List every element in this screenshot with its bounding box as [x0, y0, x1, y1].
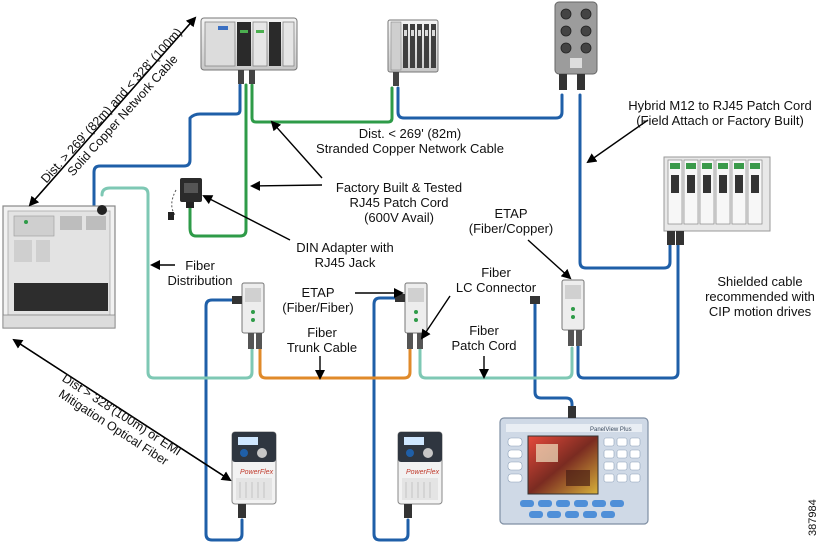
factory-line2: RJ45 Patch Cord — [349, 195, 449, 210]
etap-fiber-copper-label: ETAP (Fiber/Copper) — [458, 206, 564, 236]
trunk-line1: Fiber — [307, 325, 337, 340]
din-adapter-icon — [168, 178, 202, 220]
trunk-cable-label: Fiber Trunk Cable — [272, 325, 372, 355]
blue-solid-copper-cable — [92, 83, 242, 212]
fiber-distribution-line2: Distribution — [167, 273, 233, 288]
din-line2: RJ45 Jack — [314, 255, 376, 270]
stranded-label: Dist. < 269' (82m) Stranded Copper Netwo… — [300, 126, 520, 156]
etap-icon — [232, 282, 265, 349]
fiber-distribution-line1: Fiber — [185, 258, 215, 273]
m12-io-block-icon — [554, 1, 598, 90]
lc-line1: Fiber — [481, 265, 511, 280]
fiber-patch-cord — [418, 346, 574, 380]
shielded-line3: CIP motion drives — [708, 304, 812, 319]
optical-arrow — [12, 338, 231, 481]
blue-etap-to-drive1-cable — [204, 298, 244, 542]
factory-arrow-b — [250, 180, 323, 191]
din-arrow — [202, 195, 291, 241]
io-module-icon — [387, 19, 439, 86]
patch-cord-label: Fiber Patch Cord — [436, 323, 532, 353]
etap-fc-line2: (Fiber/Copper) — [468, 221, 554, 236]
enclosure-icon — [2, 205, 116, 329]
blue-etap-to-hmi-cable — [533, 301, 574, 412]
trunk-line2: Trunk Cable — [286, 340, 358, 355]
blue-hybrid-cable — [578, 93, 672, 270]
etap-fc-line1: ETAP — [494, 206, 528, 221]
lc-arrow — [420, 295, 451, 340]
etap-ff-line2: (Fiber/Fiber) — [282, 300, 354, 315]
fiber-distribution-cable — [100, 186, 254, 380]
fiber-distribution-label: Fiber Distribution — [154, 258, 246, 288]
drive-rack-icon — [663, 156, 771, 245]
powerflex-logo: PowerFlex — [240, 469, 274, 476]
blue-etap-to-drive2-cable — [372, 296, 410, 542]
blue-io-to-m12-cable — [396, 86, 564, 120]
hmi-panel-icon: PanelView Plus — [499, 406, 649, 525]
figure-id: 387984 — [807, 499, 819, 536]
powerflex-drive-icon: PowerFlex — [397, 431, 443, 518]
green-factory-patch-cord — [188, 83, 248, 238]
hybrid-line2: (Field Attach or Factory Built) — [636, 113, 804, 128]
powerflex-logo: PowerFlex — [406, 469, 440, 476]
shielded-line2: recommended with — [705, 289, 815, 304]
factory-line1: Factory Built & Tested — [335, 180, 463, 195]
fiber-cables — [100, 186, 574, 380]
factory-line3: (600V Avail) — [364, 210, 434, 225]
solid-copper-arrow — [29, 16, 197, 206]
patch-line1: Fiber — [469, 323, 499, 338]
din-label: DIN Adapter with RJ45 Jack — [278, 240, 412, 270]
factory-label: Factory Built & Tested RJ45 Patch Cord (… — [316, 180, 482, 225]
din-line1: DIN Adapter with — [296, 240, 394, 255]
etap-ff-line1: ETAP — [301, 285, 335, 300]
hmi-logo: PanelView Plus — [590, 427, 632, 433]
factory-arrow-a — [270, 120, 323, 179]
etap-fc-arrow — [527, 239, 572, 280]
lc-connector-label: Fiber LC Connector — [446, 265, 546, 295]
blue-shielded-cable — [576, 243, 680, 380]
stranded-line1: Dist. < 269' (82m) — [358, 126, 462, 141]
hybrid-label: Hybrid M12 to RJ45 Patch Cord (Field Att… — [612, 98, 828, 128]
lc-line2: LC Connector — [455, 280, 537, 295]
shielded-line1: Shielded cable — [717, 274, 803, 289]
fiber-trunk-cable — [258, 346, 412, 380]
etap-icon — [530, 279, 585, 346]
callout-arrows — [12, 16, 649, 482]
green-stranded-cable — [250, 83, 394, 124]
etap-icon — [395, 282, 428, 349]
stranded-line2: Stranded Copper Network Cable — [316, 141, 504, 156]
powerflex-drive-icon: PowerFlex — [231, 431, 277, 518]
etap-fiber-fiber-label: ETAP (Fiber/Fiber) — [276, 285, 360, 315]
shielded-cable-label: Shielded cable recommended with CIP moti… — [694, 274, 826, 319]
hybrid-line1: Hybrid M12 to RJ45 Patch Cord — [628, 98, 812, 113]
hybrid-arrow — [586, 119, 649, 164]
patch-line2: Patch Cord — [451, 338, 517, 353]
controller-icon — [200, 17, 298, 84]
